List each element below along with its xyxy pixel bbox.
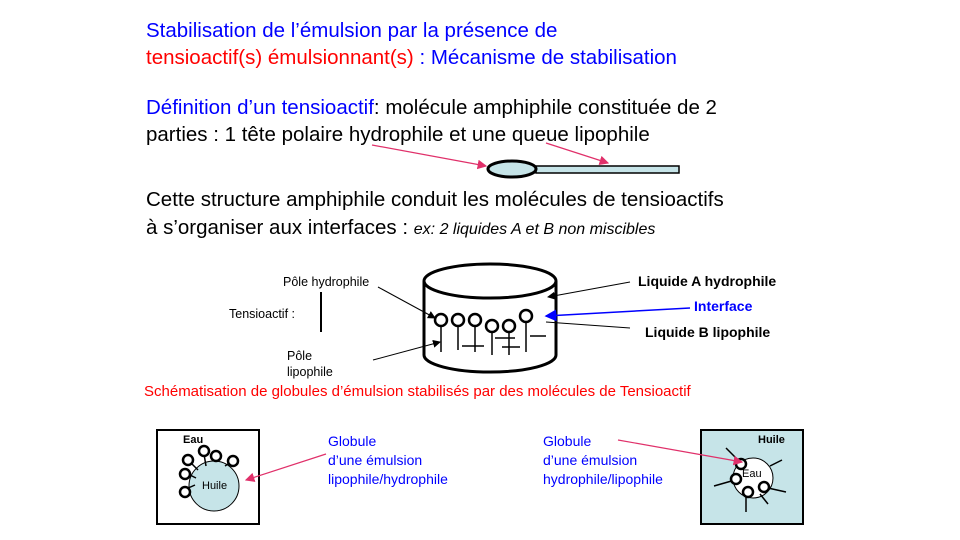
arrow-liquide-b: [545, 321, 631, 329]
globule-right-inner-label: Eau: [742, 468, 762, 480]
arrow-liquide-a: [547, 281, 631, 300]
structure-line1: Cette structure amphiphile conduit les m…: [146, 188, 724, 211]
arrow-to-tail: [545, 142, 610, 165]
structure-line2: à s’organiser aux interfaces : ex: 2 liq…: [146, 215, 655, 243]
globule-right-caption-2: d’une émulsion: [543, 452, 638, 468]
label-pole-hydrophile: Pôle hydrophile: [283, 275, 370, 289]
structure-example: ex: 2 liquides A et B non miscibles: [413, 221, 656, 238]
arrow-pole-lipophile: [372, 339, 441, 361]
arrow-to-head: [371, 144, 488, 170]
diagram-caption: Schématisation de globules d’émulsion st…: [144, 383, 691, 400]
arrow-globule-left: [244, 453, 327, 482]
label-liquide-a: Liquide A hydrophile: [638, 273, 777, 289]
label-liquide-b: Liquide B lipophile: [645, 324, 771, 340]
label-pole-lipophile-2: lipophile: [287, 365, 333, 379]
definition-line2: parties : 1 tête polaire hydrophile et u…: [146, 123, 650, 146]
slide-title-line1: Stabilisation de l’émulsion par la prése…: [146, 19, 558, 42]
interface-surfactants: [433, 308, 546, 355]
label-pole-lipophile-1: Pôle: [287, 349, 313, 363]
beaker: [422, 262, 558, 374]
arrow-pole-hydrophile: [377, 286, 436, 319]
definition-term: Définition d’un tensioactif: [146, 96, 374, 119]
globule-right-caption-1: Globule: [543, 433, 592, 449]
surfactant-head: [486, 159, 538, 179]
surfactant-tail: [535, 165, 680, 174]
globule-right-outer-label: Huile: [758, 434, 785, 446]
definition-line1: Définition d’un tensioactif: molécule am…: [146, 95, 717, 121]
globule-left-caption-1: Globule: [328, 433, 377, 449]
arrow-globule-right: [617, 439, 744, 466]
tensioactif-bracket: [320, 292, 322, 332]
globule-left-inner-label: Huile: [202, 480, 228, 492]
beaker-bottom: [422, 354, 558, 374]
globule-left-caption-2: d’une émulsion: [328, 452, 423, 468]
surfactant-molecule: [486, 159, 680, 179]
globule-left-caption-3: lipophile/hydrophile: [328, 471, 448, 487]
globule-left-box: [156, 429, 260, 525]
title-red-part: tensioactif(s) émulsionnant(s): [146, 46, 414, 69]
label-interface: Interface: [694, 298, 753, 314]
globule-right-caption-3: hydrophile/lipophile: [543, 471, 663, 487]
title-blue-part: : Mécanisme de stabilisation: [413, 46, 677, 69]
structure-text2: à s’organiser aux interfaces :: [146, 216, 414, 239]
beaker-rim: [422, 262, 558, 300]
globule-left-outer-label: Eau: [183, 434, 204, 446]
label-tensioactif: Tensioactif :: [229, 307, 296, 321]
globule-right-box: [700, 429, 804, 525]
arrow-interface: [544, 307, 691, 322]
definition-text1: : molécule amphiphile constituée de 2: [373, 96, 717, 119]
slide-title-line2: tensioactif(s) émulsionnant(s) : Mécanis…: [146, 45, 677, 71]
